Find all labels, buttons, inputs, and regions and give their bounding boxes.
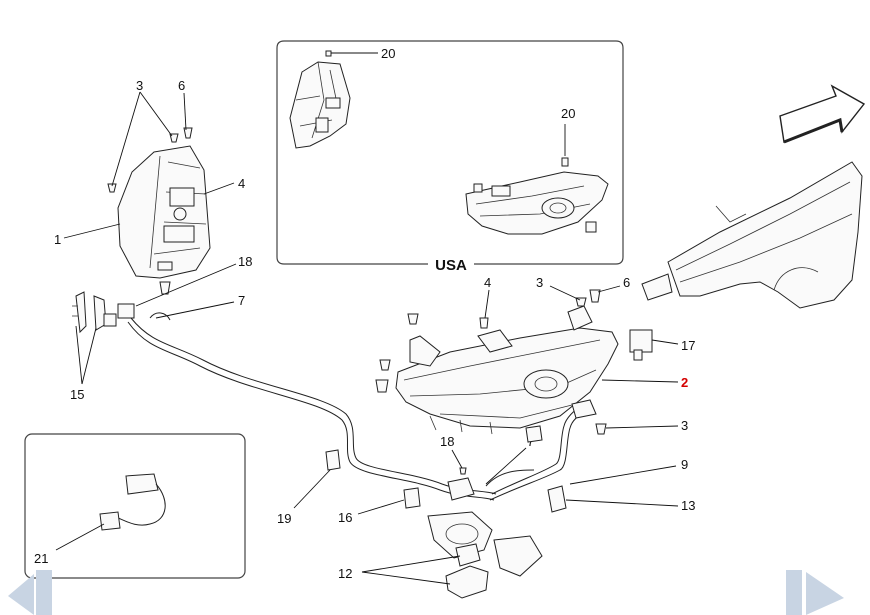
connector-center (447, 477, 475, 501)
usa-inset-title: USA (435, 257, 467, 274)
callout-17: 17 (681, 338, 695, 353)
sensor-21-connector (125, 473, 159, 495)
callout-7: 7 (238, 293, 245, 308)
headlamp-main-assembly (395, 305, 619, 443)
callout-20: 20 (381, 46, 395, 61)
callout-6: 6 (178, 78, 185, 93)
screw-3-main-right (595, 423, 607, 435)
wiring-harness (127, 312, 589, 501)
connector-left (103, 303, 135, 327)
callout-4: 4 (484, 275, 491, 290)
usa-bulb-20-top (325, 50, 332, 57)
clip-18-center (459, 467, 467, 475)
callout-3: 3 (136, 78, 143, 93)
inset-21 (24, 433, 246, 579)
callout-3: 3 (536, 275, 543, 290)
callout-13: 13 (681, 498, 695, 513)
callout-18: 18 (238, 254, 252, 269)
callout-9: 9 (681, 457, 688, 472)
connector-13 (547, 485, 567, 513)
prev-page-button[interactable] (8, 570, 52, 615)
callout-18: 18 (440, 434, 454, 449)
harness-clip-19 (325, 449, 341, 471)
callout-12: 12 (338, 566, 352, 581)
chevron-left-icon[interactable] (8, 574, 34, 615)
callout-15: 15 (70, 387, 84, 402)
callout-20: 20 (561, 106, 575, 121)
bracket-clips-15 (72, 291, 107, 334)
callout-21: 21 (34, 551, 48, 566)
prev-bar[interactable] (36, 570, 52, 615)
callout-3: 3 (681, 418, 688, 433)
usa-inset: USA 20 20 (276, 40, 624, 274)
gasket-cover-12 (427, 511, 543, 599)
screw-3-main-top (575, 297, 587, 307)
callout-6: 6 (623, 275, 630, 290)
next-bar[interactable] (786, 570, 802, 615)
callout-19: 19 (277, 511, 291, 526)
nut-left (159, 281, 171, 295)
screw-main-left (379, 359, 391, 371)
usa-bulb-20-right (561, 157, 569, 167)
clip-6-left (183, 127, 193, 139)
callout-1: 1 (54, 232, 61, 247)
direction-arrow-icon (779, 84, 866, 144)
screw-main-top-left (407, 313, 419, 325)
nut-main-left (375, 379, 389, 393)
callout-2: 2 (681, 375, 688, 390)
fender-panel (641, 161, 863, 309)
connector-17 (629, 329, 653, 361)
usa-headlamp-large (465, 171, 609, 235)
headlamp-left-assembly (117, 145, 211, 279)
chevron-right-icon[interactable] (806, 572, 844, 615)
callout-16: 16 (338, 510, 352, 525)
next-page-button[interactable] (786, 570, 844, 615)
harness-clip-16 (403, 487, 421, 509)
clip-6-main (589, 289, 601, 303)
usa-headlamp-small (289, 61, 351, 149)
screw-3-left (107, 183, 117, 193)
screw-4-main (479, 317, 489, 329)
callout-4: 4 (238, 176, 245, 191)
sensor-21-body (99, 511, 121, 531)
